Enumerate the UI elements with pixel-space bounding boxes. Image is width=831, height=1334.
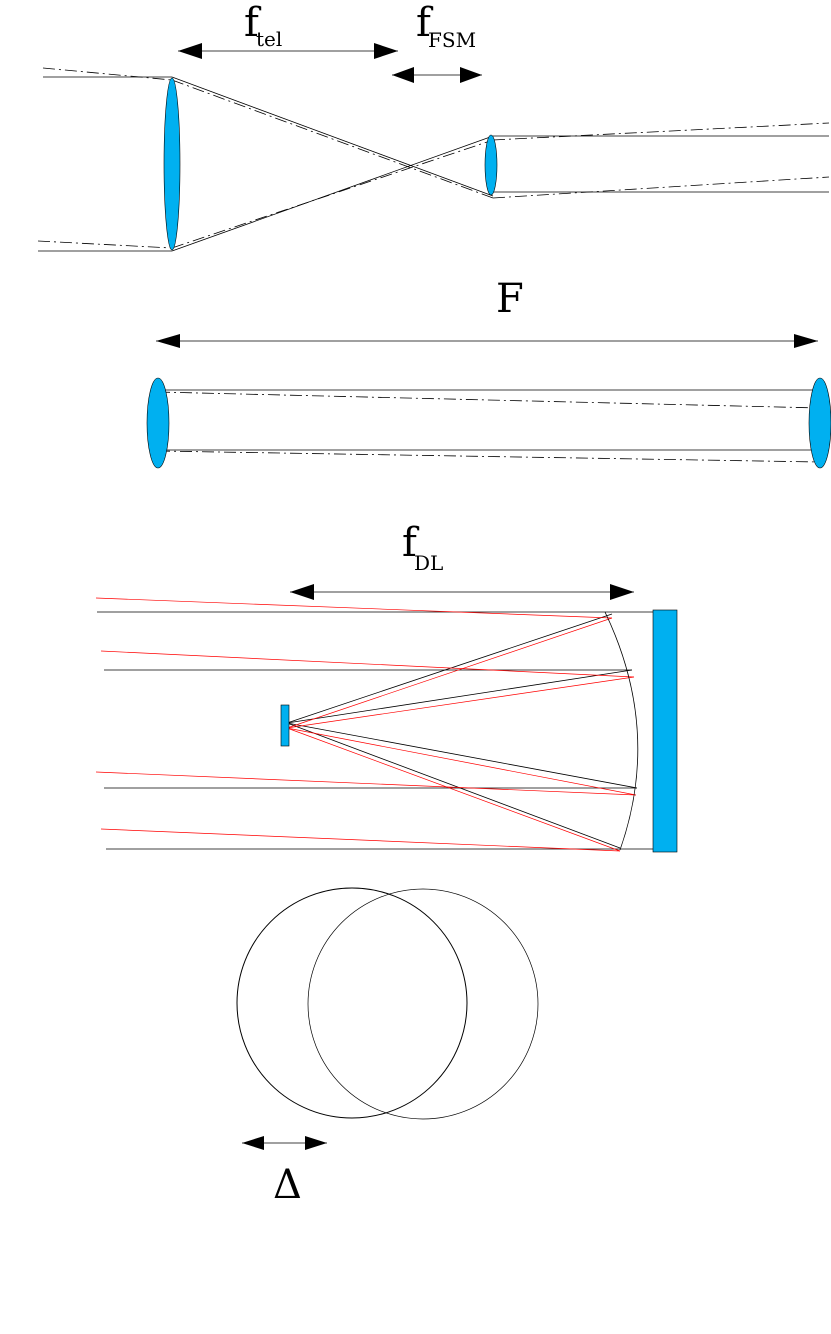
F-rays <box>157 389 821 463</box>
delay-line-black-rays <box>97 611 654 850</box>
f-tel-label: f <box>244 0 262 46</box>
equivalent-focal-section: F <box>146 276 831 469</box>
f-fsm-dimension-arrow <box>392 67 482 83</box>
off-axis-rays <box>37 67 830 249</box>
primary-concave-mirror-curve <box>604 611 639 851</box>
pupil-shift-section: Δ <box>236 887 539 1208</box>
delay-line-section: f DL <box>95 520 678 853</box>
f-dl-subscript: DL <box>414 551 443 575</box>
f-dl-dimension-arrow <box>290 584 634 600</box>
f-tel-subscript: tel <box>256 27 282 51</box>
f-fsm-label: f <box>416 0 434 46</box>
F-dimension-arrow <box>156 334 818 348</box>
shifted-pupil-circle <box>307 888 539 1120</box>
f-dl-label: f <box>402 520 420 566</box>
reference-pupil-circle <box>236 887 468 1119</box>
secondary-mirror <box>280 704 290 747</box>
f-fsm-subscript: FSM <box>428 28 476 52</box>
F-label: F <box>496 276 524 322</box>
delta-dimension-arrow <box>242 1136 327 1150</box>
right-equivalent-lens <box>808 377 831 469</box>
delay-line-mirror <box>652 609 678 853</box>
telescope-fsm-section: f tel f FSM <box>37 0 830 252</box>
delta-label: Δ <box>273 1162 302 1208</box>
telescope-primary-lens <box>163 77 181 251</box>
on-axis-rays <box>38 76 829 252</box>
fsm-lens <box>484 134 498 196</box>
left-equivalent-lens <box>146 377 170 469</box>
delay-line-red-rays <box>95 597 637 852</box>
f-tel-dimension-arrow <box>178 43 398 59</box>
